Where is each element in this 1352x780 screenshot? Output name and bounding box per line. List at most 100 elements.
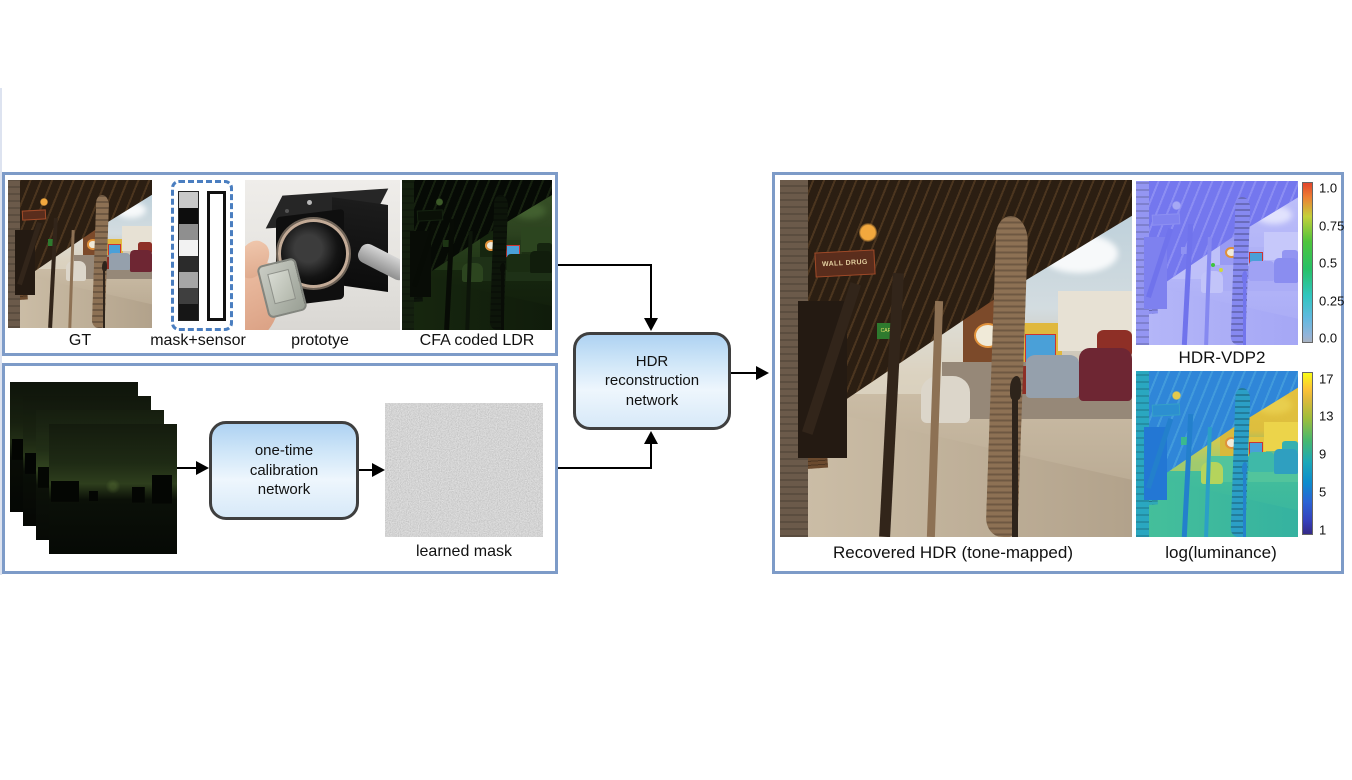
- porch-lamp: [859, 222, 877, 243]
- red-car: [501, 258, 512, 270]
- arrow-mask-to-hdr-horizontal: [558, 467, 652, 469]
- hdr-vdp2-image: WALL DRUG CAFE: [1136, 181, 1298, 345]
- arrow-input-to-hdr-horizontal: [558, 264, 652, 266]
- colorbar-tick: 1: [1319, 522, 1327, 538]
- colorbar-tick: 13: [1319, 408, 1334, 424]
- wall-drug-sign: WALL DRUG: [416, 209, 443, 222]
- wall-drug-sign: WALL DRUG: [22, 208, 48, 221]
- van: [1026, 354, 1080, 398]
- hitching-post: [103, 268, 106, 328]
- wall-drug-sign: WALL DRUG: [814, 249, 876, 278]
- lum-colorbar-ticks: 17 13 9 5 1: [1316, 371, 1352, 538]
- arrow-captures-to-calibration: [177, 467, 199, 469]
- red-car: [103, 256, 114, 269]
- hitching-post: [1012, 394, 1019, 537]
- hdr-network-node: HDR reconstruction network: [573, 332, 731, 430]
- output-panel: WALL DRUG CAFE WALL DRUG CAFE 1.00.750.5…: [772, 172, 1344, 574]
- vdp-colorbar: [1302, 182, 1313, 343]
- van: [108, 252, 131, 271]
- van: [507, 253, 530, 272]
- white-car: [1200, 271, 1224, 293]
- vdp-label: HDR-VDP2: [1178, 348, 1266, 367]
- mask-sensor-label: mask+sensor: [150, 332, 246, 349]
- hitching-post-head: [1241, 271, 1248, 282]
- brick-wall: [8, 180, 20, 328]
- red-car: [1242, 457, 1255, 471]
- node-line: one-time: [254, 442, 314, 460]
- white-car: [65, 261, 86, 281]
- colorbar-tick: 17: [1319, 371, 1334, 387]
- mask-cell: [179, 207, 198, 224]
- porch-lamp: [40, 197, 48, 206]
- input-panel: WALL DRUG CAFE: [2, 172, 558, 356]
- node-line: network: [257, 481, 311, 499]
- calibration-network-node: one-time calibration network: [209, 421, 359, 520]
- prototype-photo: [245, 180, 400, 330]
- coded-mask-bar: [178, 190, 199, 321]
- dark-capture-frame: [49, 424, 177, 554]
- wall-drug-sign: WALL DRUG: [1151, 403, 1181, 417]
- node-line: network: [625, 391, 679, 409]
- mask-cell: [179, 239, 198, 256]
- van: [1249, 261, 1274, 282]
- dark-red-suv: [1079, 347, 1132, 402]
- dark-red-suv: [130, 249, 152, 272]
- mask-cell: [179, 303, 198, 320]
- node-line: HDR: [635, 352, 669, 370]
- gt-image: WALL DRUG CAFE: [8, 180, 152, 328]
- calibration-panel: one-time calibration network learned mas…: [2, 363, 558, 574]
- gt-label: GT: [68, 332, 92, 349]
- arrow-mask-to-hdr-vertical: [650, 444, 652, 469]
- dark-red-suv: [1273, 258, 1298, 283]
- porch-lamp: [1172, 200, 1181, 210]
- hitching-post: [1242, 470, 1246, 537]
- dark-red-suv: [529, 250, 552, 273]
- cfa-label: CFA coded LDR: [419, 332, 535, 349]
- arrow-calibration-to-mask: [359, 469, 375, 471]
- mask-cell: [179, 255, 198, 272]
- hitching-post-head: [1009, 376, 1022, 400]
- left-edge-line: [0, 88, 2, 575]
- node-line: calibration: [249, 461, 319, 479]
- prototype-label: prototye: [291, 332, 349, 349]
- log-luminance-image: WALL DRUG CAFE: [1136, 371, 1298, 537]
- arrowhead: [196, 461, 209, 475]
- colorbar-tick: 0.0: [1319, 330, 1338, 346]
- porch-lamp: [1172, 390, 1181, 401]
- cfa-coded-ldr-image: WALL DRUG CAFE: [402, 180, 552, 330]
- colorbar-tick: 0.5: [1319, 255, 1338, 271]
- hitching-post: [1242, 279, 1246, 345]
- red-truck: [137, 242, 152, 254]
- hitching-post-head: [101, 261, 107, 271]
- camera-screw: [307, 199, 312, 205]
- wall-drug-sign: WALL DRUG: [1151, 213, 1180, 226]
- mask-cell: [179, 271, 198, 288]
- porch-lamp: [435, 198, 444, 207]
- arrowhead: [756, 366, 769, 380]
- vdp-error-specks: [1210, 263, 1224, 272]
- learned-mask-label: learned mask: [415, 543, 513, 560]
- mask-chip-window: [266, 268, 297, 305]
- mask-sensor-box: [171, 180, 233, 331]
- mask-cell: [179, 223, 198, 240]
- wall-drug-sign-text: WALL DRUG: [822, 259, 869, 269]
- cafe-sign-text: CAFE: [880, 327, 895, 334]
- colorbar-tick: 5: [1319, 484, 1327, 500]
- dark-red-suv: [1273, 449, 1298, 474]
- hitching-post-head: [499, 262, 505, 273]
- colorbar-tick: 9: [1319, 446, 1327, 462]
- cafe-sign: CAFE: [1180, 246, 1191, 254]
- sensor-bar: [207, 190, 226, 321]
- learned-mask-image: [385, 403, 543, 537]
- cafe-sign: CAFE: [1180, 437, 1191, 445]
- arrow-hdr-to-output: [731, 372, 758, 374]
- recovered-hdr-image: WALL DRUG CAFE: [780, 180, 1132, 537]
- colorbar-tick: 0.75: [1319, 218, 1345, 234]
- arrow-input-to-hdr-vertical: [650, 264, 652, 320]
- arrowhead: [644, 431, 658, 444]
- colorbar-tick: 0.25: [1319, 293, 1345, 309]
- mask-cell: [179, 287, 198, 304]
- white-car: [1200, 462, 1224, 484]
